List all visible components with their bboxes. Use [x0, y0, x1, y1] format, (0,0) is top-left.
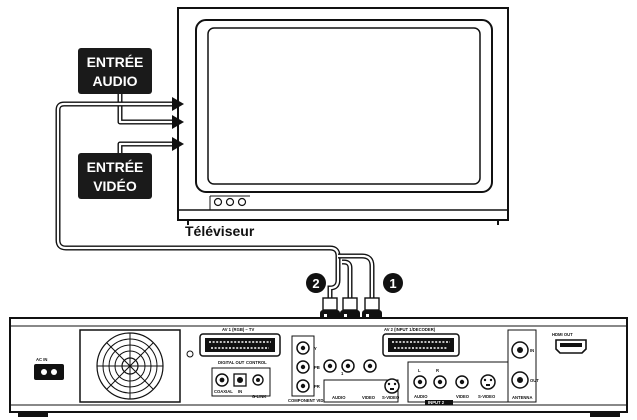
ac-in-label: AC IN [36, 357, 47, 362]
av-out-1: 1 AUDIO VIDEO S-VIDEO [323, 359, 400, 403]
audio-input-badge [78, 48, 152, 94]
screw-icon [186, 350, 194, 358]
tv-button-icon [225, 197, 235, 207]
hdmi-out: HDMI OUT [552, 332, 587, 354]
g-link-label: G-LINK [252, 394, 266, 399]
component-video-out-label: COMPONENT VIDEO OUT [288, 398, 340, 403]
tv-screen [207, 27, 481, 185]
jack-y-label: Y [314, 346, 317, 351]
tv-button-icon [213, 197, 223, 207]
cooling-fan-icon [79, 329, 181, 403]
video-input-line2: VIDÉO [93, 178, 137, 194]
scart-av1-connector [199, 333, 281, 357]
audio-input-line1: ENTRÉE [87, 54, 144, 70]
antenna-section: IN OUT ANTENNA [507, 329, 539, 403]
jack-pr-label: PR [314, 384, 320, 389]
s-video-out-label: S-VIDEO [382, 395, 400, 400]
recorder-foot [590, 412, 620, 417]
step-marker-1-text: 1 [389, 276, 396, 291]
hdmi-out-label: HDMI OUT [552, 332, 573, 337]
audio-out-label: AUDIO [332, 395, 346, 400]
step-marker-2: 2 [306, 273, 326, 293]
cable-bundle [55, 101, 375, 300]
input2-audio-label: AUDIO [414, 394, 428, 399]
digital-out-label: DIGITAL OUT [218, 360, 245, 365]
input2-label: INPUT 2 [428, 400, 445, 405]
s-video-out-jack [384, 378, 400, 394]
video-input-label: ENTRÉE VIDÉO [78, 153, 152, 199]
recorder-foot [18, 412, 48, 417]
step-marker-2-text: 2 [312, 276, 319, 291]
coaxial-label: COAXIAL [214, 389, 233, 394]
av2-label: AV 2 (INPUT 1/DECODER) [384, 327, 436, 332]
arrow-head-icon [172, 137, 184, 151]
arrow-head-icon [172, 97, 184, 111]
av-input-2: L R AUDIO VIDEO S-VIDEO INPUT 2 [407, 361, 509, 405]
step-marker-1: 1 [383, 273, 403, 293]
scart-av2-connector [382, 333, 460, 357]
s-video-in-jack [480, 374, 496, 390]
audio-input-line2: AUDIO [92, 73, 137, 89]
component-video-out: Y PB PR COMPONENT VIDEO OUT [288, 335, 340, 403]
antenna-in-label: IN [530, 348, 534, 353]
audio-input-label: ENTRÉE AUDIO [78, 48, 152, 94]
input2-s-video-label: S-VIDEO [478, 394, 496, 399]
tv-caption: Téléviseur [185, 223, 255, 239]
video-out-label: VIDEO [362, 395, 376, 400]
ac-in-socket [34, 364, 64, 380]
antenna-out-label: OUT [530, 378, 539, 383]
video-input-line1: ENTRÉE [87, 159, 144, 175]
jack-pb-label: PB [314, 365, 320, 370]
video-input-badge [78, 153, 152, 199]
out-1-label: 1 [341, 371, 344, 376]
input2-video-label: VIDEO [456, 394, 470, 399]
control-in-label: IN [238, 389, 242, 394]
control-label: CONTROL [246, 360, 267, 365]
recorder-rear-panel: AC IN AV 1 (RGB) – TV DIGITAL [9, 317, 628, 417]
input2-l-label: L [418, 368, 421, 373]
antenna-label: ANTENNA [512, 395, 532, 400]
tv-button-icon [237, 197, 247, 207]
television [177, 7, 509, 225]
input2-r-label: R [436, 368, 439, 373]
av1-label: AV 1 (RGB) – TV [222, 327, 254, 332]
arrow-head-icon [172, 115, 184, 129]
